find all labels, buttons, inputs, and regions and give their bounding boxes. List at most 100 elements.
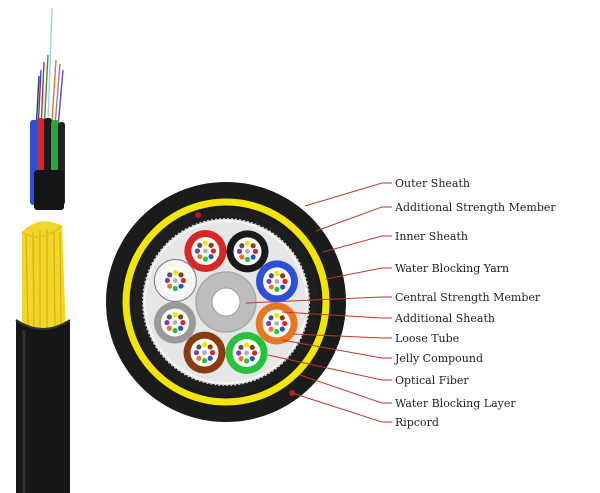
fiber-8-6 [167,272,173,278]
fiber-1-8 [208,242,214,248]
fiber-6-5 [193,350,200,356]
fiber-7-1 [180,320,186,326]
fiber-4-7 [274,312,280,319]
fiber-center-8 [172,278,178,283]
fiber-3-4 [268,284,274,290]
fiber-8-8 [178,272,184,278]
fiber-1-5 [194,248,200,254]
fiber-5-1 [252,350,258,356]
fiber-2-2 [250,254,256,260]
fiber-6-3 [201,358,208,364]
aramid-yarn-section [21,221,66,338]
fiber-2-4 [239,254,245,260]
label-water-blocking-yarn: Water Blocking Yarn [395,262,509,275]
label-additional-sheath: Additional Sheath [394,312,495,325]
leader-additional-strength-member [315,206,392,232]
fiber-5-8 [249,344,255,350]
fiber-2-1 [252,248,259,254]
fiber-center-6 [202,350,207,356]
fiber-4-1 [282,320,288,327]
fiber-center-2 [245,248,250,254]
fiber-6-4 [196,355,202,361]
fiber-6-7 [201,342,208,348]
leader-water-blocking-layer [299,374,392,404]
fiber-4-3 [274,328,280,335]
fiber-center-7 [172,320,178,326]
fiber-2-3 [244,256,251,262]
fiber-1-4 [197,254,203,260]
label-optical-fiber: Optical Fiber [395,374,469,387]
fiber-3-3 [274,286,280,292]
fiber-1-2 [208,254,214,260]
fiber-8-1 [180,277,186,284]
leader-loose-tube [292,333,392,339]
leader-optical-fiber [267,354,392,381]
label-water-blocking-layer: Water Blocking Layer [395,397,516,410]
fiber-3-6 [268,273,274,279]
leader-jelly-compound [281,339,392,359]
fiber-5-6 [238,344,244,350]
loose-tube-bundle [30,118,65,210]
fiber-3-1 [282,278,288,284]
fiber-5-5 [236,350,242,356]
leader-ripcord [291,392,392,423]
fiber-4-5 [266,320,272,327]
fiber-2-5 [236,248,243,254]
fiber-center-5 [244,350,250,356]
fiber-7-5 [164,320,170,326]
fiber-7-7 [172,312,178,318]
leader-outer-sheath [304,182,392,207]
fiber-6-1 [209,350,216,356]
cable-side-view [15,7,71,493]
label-outer-sheath: Outer Sheath [395,177,470,190]
fiber-4-6 [268,315,274,321]
leader-lines [245,182,392,423]
label-central-strength-member: Central Strength Member [395,291,541,304]
leader-water-blocking-yarn [325,267,392,280]
fiber-8-4 [167,283,173,289]
fiber-7-8 [178,314,184,320]
fiber-6-2 [207,355,213,361]
fiber-2-8 [250,243,256,249]
fiber-3-8 [280,273,286,279]
leader-additional-sheath [281,311,392,319]
fiber-2-6 [239,243,245,249]
fiber-1-3 [202,256,208,262]
fiber-8-2 [178,283,184,289]
fiber-7-4 [166,325,172,331]
fiber-8-5 [164,277,170,284]
fiber-8-3 [172,285,178,292]
fiber-6-8 [207,344,213,350]
leader-central-strength-member [245,296,392,304]
fiber-8-7 [172,269,178,276]
strength-member-ring [122,198,330,406]
fiber-7-6 [166,314,172,320]
fiber-center-4 [274,321,280,326]
fiber-5-2 [249,356,255,362]
label-jelly-compound: Jelly Compound [394,352,483,365]
fiber-3-7 [274,270,280,276]
leader-inner-sheath [322,235,392,253]
fiber-4-4 [268,326,274,332]
fiber-3-2 [280,284,286,290]
fiber-4-2 [279,326,285,332]
fiber-6-6 [196,344,202,350]
fiber-center-3 [274,278,280,284]
fiber-1-7 [202,240,208,246]
ripcord-dot-top [195,212,201,218]
fiber-2-7 [244,240,251,246]
fiber-3-5 [266,278,272,284]
fiber-1-6 [197,242,203,248]
fiber-5-7 [244,342,250,348]
fiber-center-1 [202,248,208,254]
fiber-7-3 [172,328,178,334]
cable-cross-section [106,182,346,422]
label-additional-strength-member: Additional Strength Member [394,201,556,214]
central-strength-core [211,287,241,317]
label-inner-sheath: Inner Sheath [395,230,468,243]
fiber-5-4 [238,356,244,362]
fiber-5-3 [244,358,250,364]
